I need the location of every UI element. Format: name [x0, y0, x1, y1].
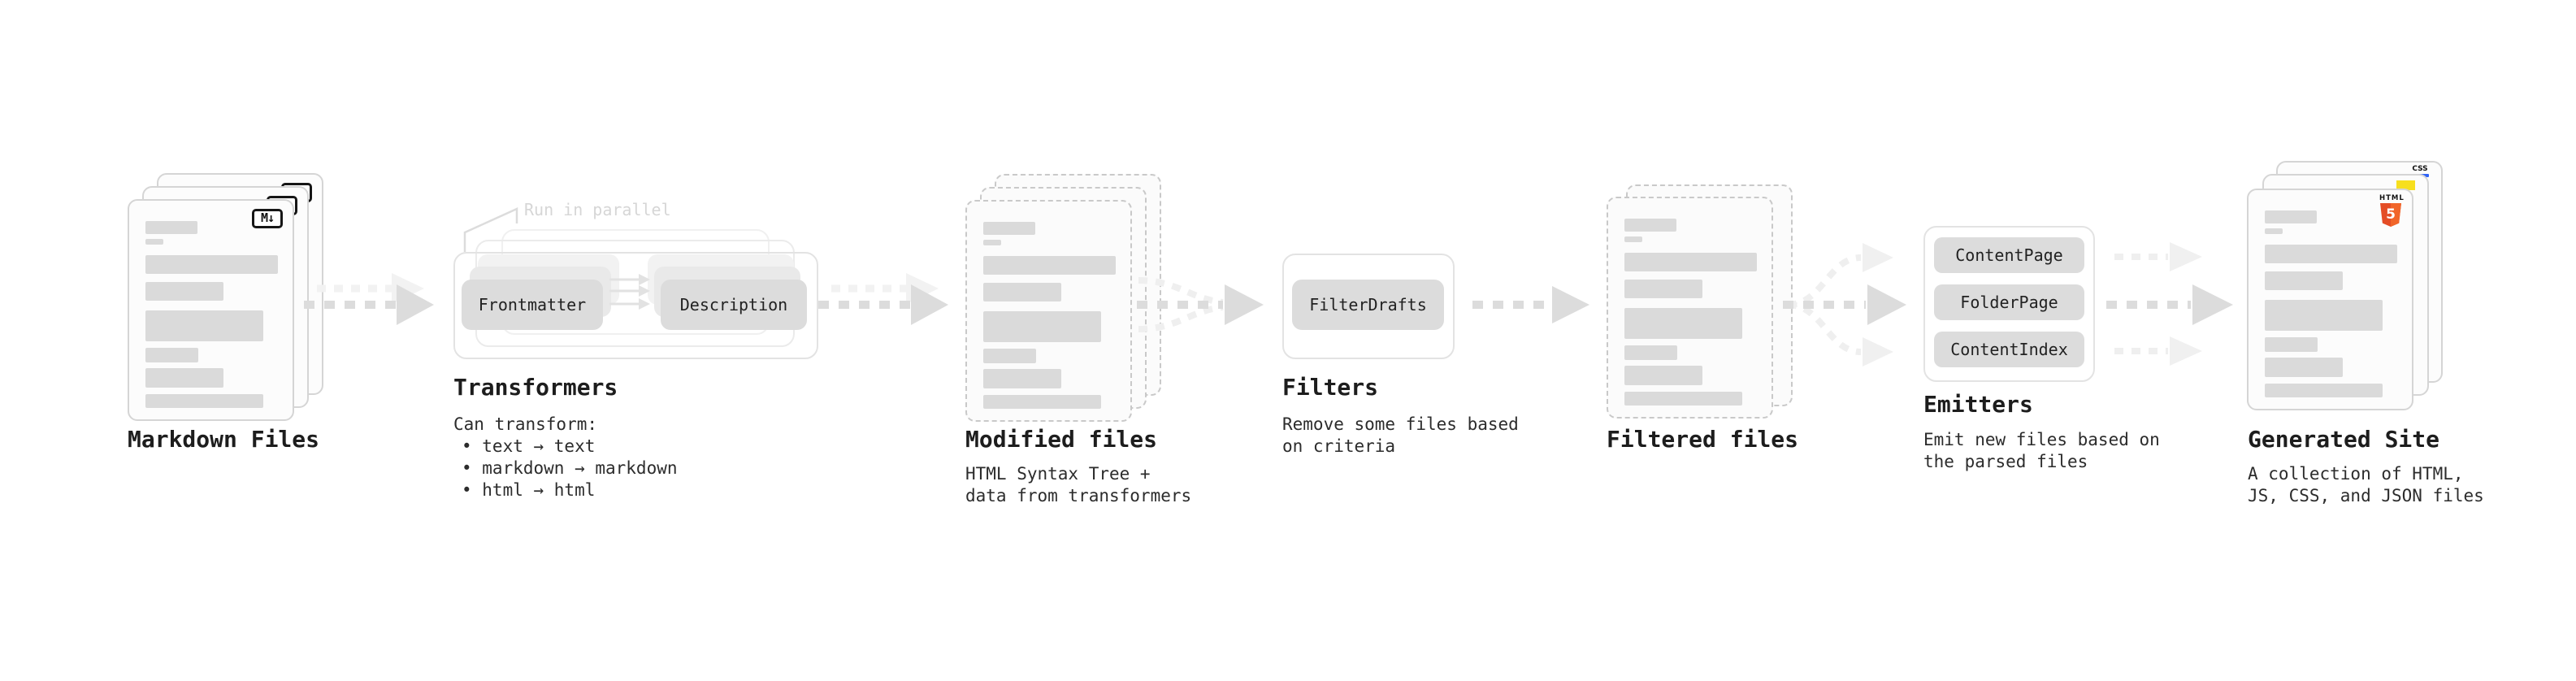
modified-files-desc: HTML Syntax Tree + data from transformer…	[965, 464, 1192, 505]
transformers-bullet: • text → text	[462, 436, 596, 456]
filters-label: Filters	[1282, 374, 1379, 401]
skeleton-bar	[2265, 245, 2397, 263]
run-in-parallel-leader-line	[463, 207, 518, 252]
skeleton-bar	[1624, 392, 1742, 406]
arrow-modified-to-filters	[1137, 277, 1264, 332]
skeleton-bar	[1624, 253, 1757, 271]
skeleton-bar	[145, 221, 197, 234]
skeleton-bar	[1624, 366, 1702, 385]
generated-site-stack: CSS HTML 5	[2247, 161, 2450, 421]
description-box: Description	[661, 280, 807, 330]
transformers-bullet: • html → html	[462, 480, 596, 500]
skeleton-bar	[983, 256, 1116, 275]
transform-flow-arrows	[609, 274, 650, 310]
skeleton-bar	[145, 282, 223, 301]
skeleton-bar	[983, 395, 1101, 409]
transformers-label: Transformers	[453, 374, 618, 401]
arrow-emitter-middle	[2106, 284, 2233, 325]
skeleton-bar	[145, 368, 223, 388]
skeleton-bar	[2265, 358, 2343, 377]
skeleton-bar	[1624, 219, 1676, 232]
filtered-files-label: Filtered files	[1607, 426, 1799, 453]
run-in-parallel-annotation: Run in parallel	[524, 200, 671, 219]
arrow-markdown-to-transformers	[304, 273, 434, 325]
transformers-container	[453, 252, 818, 359]
file-skeleton	[983, 222, 1116, 409]
folderpage-box: FolderPage	[1934, 284, 2084, 320]
skeleton-bar	[2265, 300, 2383, 331]
skeleton-bar	[983, 349, 1036, 363]
skeleton-bar	[1624, 308, 1742, 339]
markdown-files-label: Markdown Files	[128, 426, 320, 453]
emitters-label: Emitters	[1923, 391, 2033, 418]
generated-site-label: Generated Site	[2248, 426, 2440, 453]
skeleton-bar	[1624, 236, 1642, 242]
file-skeleton	[145, 221, 278, 408]
markdown-file-card: M↓	[128, 199, 294, 421]
html5-shield-half	[2391, 203, 2401, 227]
skeleton-bar	[983, 222, 1035, 235]
arrow-filtered-to-emitters	[1783, 243, 1906, 367]
markdown-files-stack: M↓ M↓ M↓	[128, 173, 331, 433]
transformers-desc-title: Can transform:	[453, 414, 598, 434]
skeleton-bar	[983, 240, 1001, 245]
skeleton-bar	[145, 255, 278, 274]
filtered-file-card	[1607, 197, 1773, 419]
arrow-filters-to-filtered	[1472, 286, 1589, 323]
arrow-transformers-to-modified	[818, 273, 948, 325]
skeleton-bar	[2265, 337, 2318, 352]
html-file-card: HTML 5	[2247, 189, 2413, 410]
skeleton-bar	[145, 310, 263, 341]
arrow-emitter-bottom	[2114, 336, 2202, 366]
skeleton-bar	[1624, 345, 1677, 360]
file-skeleton	[2265, 210, 2397, 397]
skeleton-bar	[983, 283, 1061, 301]
js-icon	[2396, 180, 2415, 190]
transformers-bullet: • markdown → markdown	[462, 458, 678, 478]
skeleton-bar	[2265, 384, 2383, 397]
html5-shield: 5	[2380, 203, 2401, 227]
file-skeleton	[1624, 219, 1757, 406]
emitters-desc: Emit new files based on the parsed files	[1923, 430, 2160, 471]
skeleton-bar	[2265, 228, 2283, 234]
filterdrafts-box: FilterDrafts	[1292, 280, 1444, 330]
arrow-emitter-top	[2114, 242, 2202, 271]
skeleton-bar	[145, 239, 163, 245]
generated-site-desc: A collection of HTML, JS, CSS, and JSON …	[2248, 464, 2484, 505]
skeleton-bar	[983, 311, 1101, 342]
skeleton-bar	[983, 369, 1061, 388]
frontmatter-box: Frontmatter	[462, 280, 603, 330]
skeleton-bar	[2265, 210, 2317, 223]
modified-file-card	[965, 200, 1132, 422]
skeleton-bar	[2265, 271, 2343, 290]
modified-files-label: Modified files	[965, 426, 1158, 453]
markdown-icon: M↓	[252, 209, 283, 228]
filters-desc: Remove some files based on criteria	[1282, 414, 1519, 456]
contentpage-box: ContentPage	[1934, 237, 2084, 273]
filtered-files-stack	[1607, 184, 1802, 428]
skeleton-bar	[145, 394, 263, 408]
html5-icon: HTML 5	[2379, 195, 2404, 227]
contentindex-box: ContentIndex	[1934, 332, 2084, 367]
skeleton-bar	[145, 348, 198, 362]
skeleton-bar	[1624, 280, 1702, 298]
